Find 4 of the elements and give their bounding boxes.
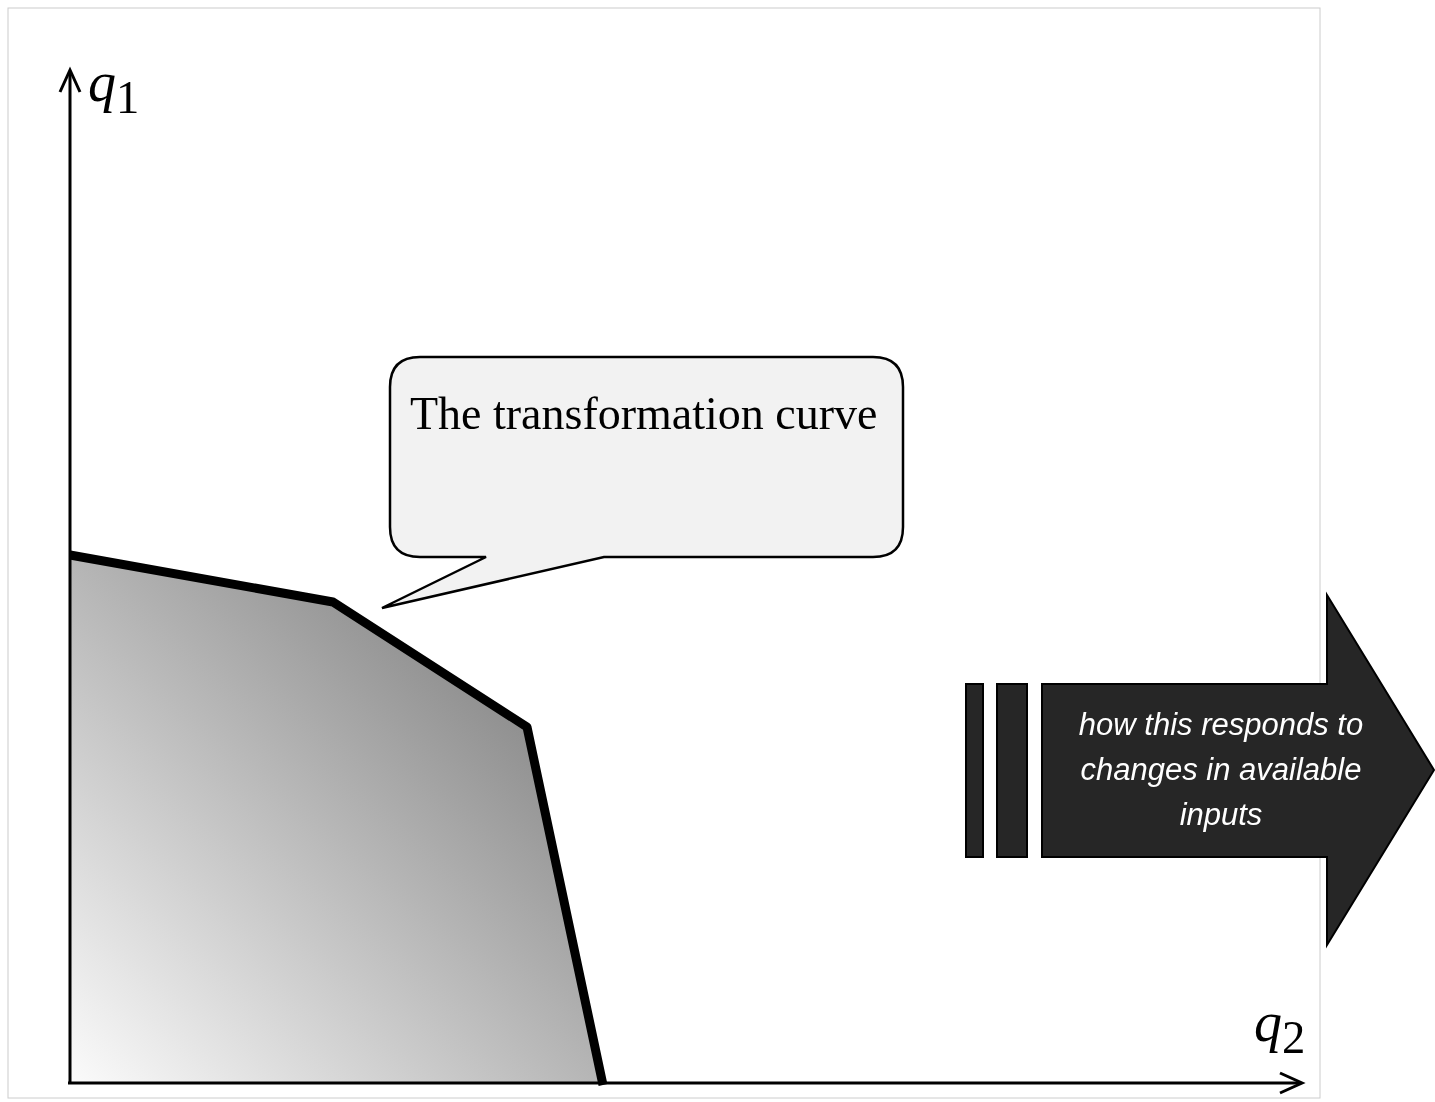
- arrow-text: how this responds to changes in available inputs: [1077, 706, 1365, 834]
- callout-text: The transformation curve: [410, 387, 879, 441]
- axis-label: q$_{1}$: [88, 50, 140, 126]
- axis-label: q$_{2}$: [1254, 990, 1306, 1066]
